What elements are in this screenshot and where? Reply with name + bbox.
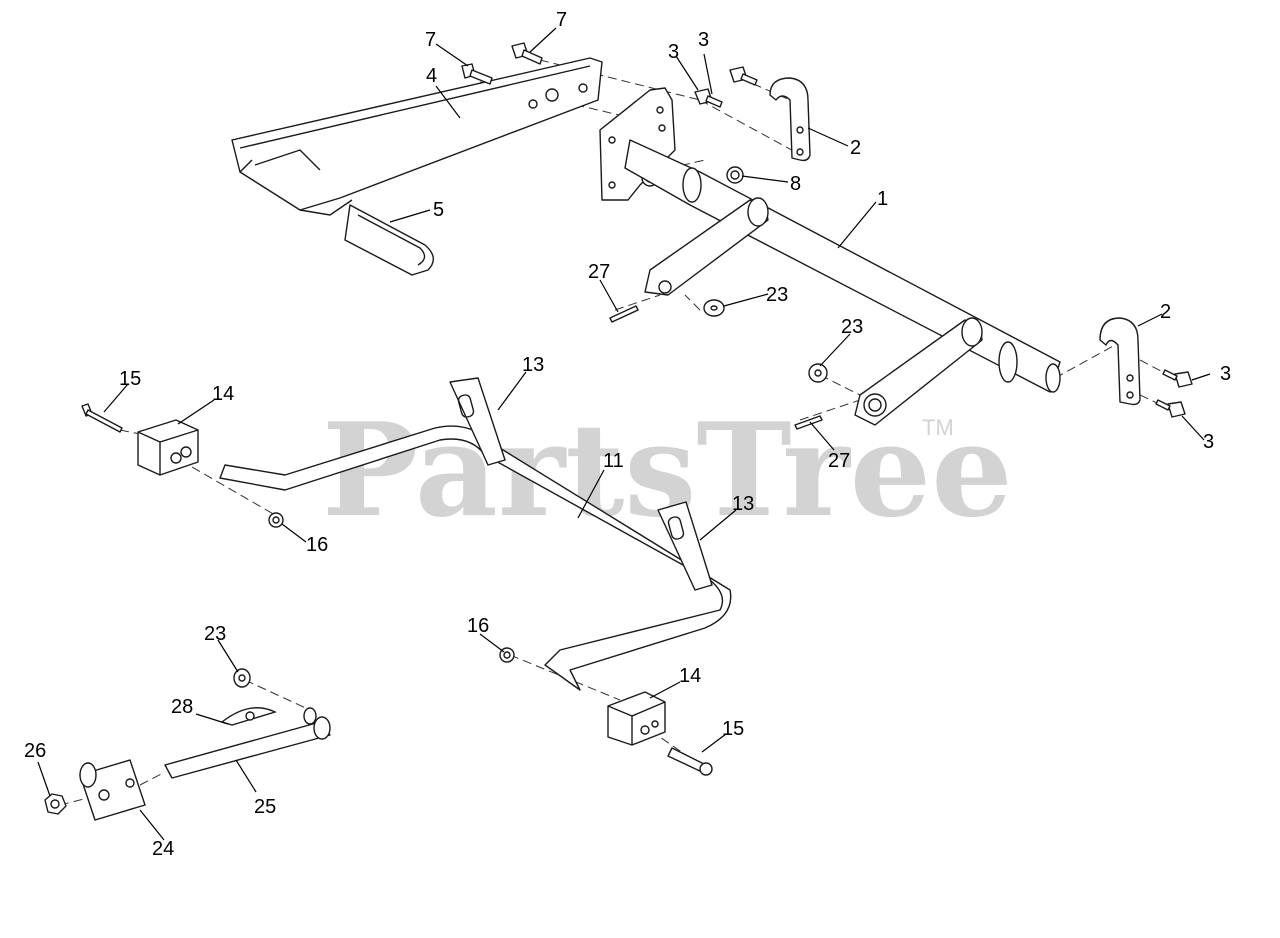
pedal-arm — [231, 57, 603, 216]
bolt-3b — [729, 66, 758, 86]
callout-2: 2 — [850, 137, 861, 159]
callout-25: 25 — [254, 796, 276, 818]
callout-7: 7 — [556, 9, 567, 31]
washer-23a — [703, 299, 725, 317]
callout-2: 2 — [1160, 301, 1171, 323]
callout-16: 16 — [467, 615, 489, 637]
callout-5: 5 — [433, 199, 444, 221]
callout-3: 3 — [1203, 431, 1214, 453]
sleeve-24 — [79, 759, 146, 821]
callout-23: 23 — [204, 623, 226, 645]
callout-14: 14 — [679, 665, 701, 687]
watermark-tm: TM — [922, 415, 954, 440]
leader-lines — [37, 27, 1211, 841]
lift-rod — [219, 377, 732, 691]
callout-7: 7 — [425, 29, 436, 51]
callout-13: 13 — [732, 493, 754, 515]
hairpin-clip-28 — [220, 707, 277, 726]
callout-28: 28 — [171, 696, 193, 718]
cotter-pin-27b — [794, 415, 823, 430]
callout-27: 27 — [828, 450, 850, 472]
washer-23b — [808, 363, 828, 383]
bolt-3c — [1162, 369, 1193, 388]
pin-rod-25 — [164, 707, 331, 779]
callout-23: 23 — [841, 316, 863, 338]
callout-26: 26 — [24, 740, 46, 762]
callout-4: 4 — [426, 65, 437, 87]
callout-23: 23 — [766, 284, 788, 306]
main-shaft — [624, 139, 1061, 426]
callout-15: 15 — [722, 718, 744, 740]
bolt-15a — [81, 403, 123, 433]
callout-3: 3 — [698, 29, 709, 51]
callout-13: 13 — [522, 354, 544, 376]
washer-23c — [233, 668, 251, 688]
bolt-3a — [694, 88, 723, 108]
bolt-15b — [667, 747, 713, 776]
bolt-7b — [511, 42, 543, 65]
hook-bracket-top — [769, 77, 811, 162]
block-14a — [137, 419, 199, 476]
callout-1: 1 — [877, 188, 888, 210]
callout-16: 16 — [306, 534, 328, 556]
callout-14: 14 — [212, 383, 234, 405]
nut-26 — [44, 793, 67, 815]
bolt-3d — [1155, 399, 1186, 418]
hook-bracket-right — [1099, 317, 1141, 406]
callout-8: 8 — [790, 173, 801, 195]
callout-3: 3 — [1220, 363, 1231, 385]
callout-24: 24 — [152, 838, 174, 860]
callout-3: 3 — [668, 41, 679, 63]
nut-16a — [268, 512, 284, 528]
callout-27: 27 — [588, 261, 610, 283]
callout-15: 15 — [119, 368, 141, 390]
block-14b — [607, 691, 666, 746]
bolt-7a — [461, 63, 493, 85]
pedal-pad — [344, 204, 434, 276]
callout-labels: 1 2 2 3 3 3 3 4 5 7 7 8 11 13 13 14 14 1… — [24, 9, 1231, 860]
callout-11: 11 — [603, 450, 624, 472]
cotter-pin-27a — [609, 305, 639, 323]
